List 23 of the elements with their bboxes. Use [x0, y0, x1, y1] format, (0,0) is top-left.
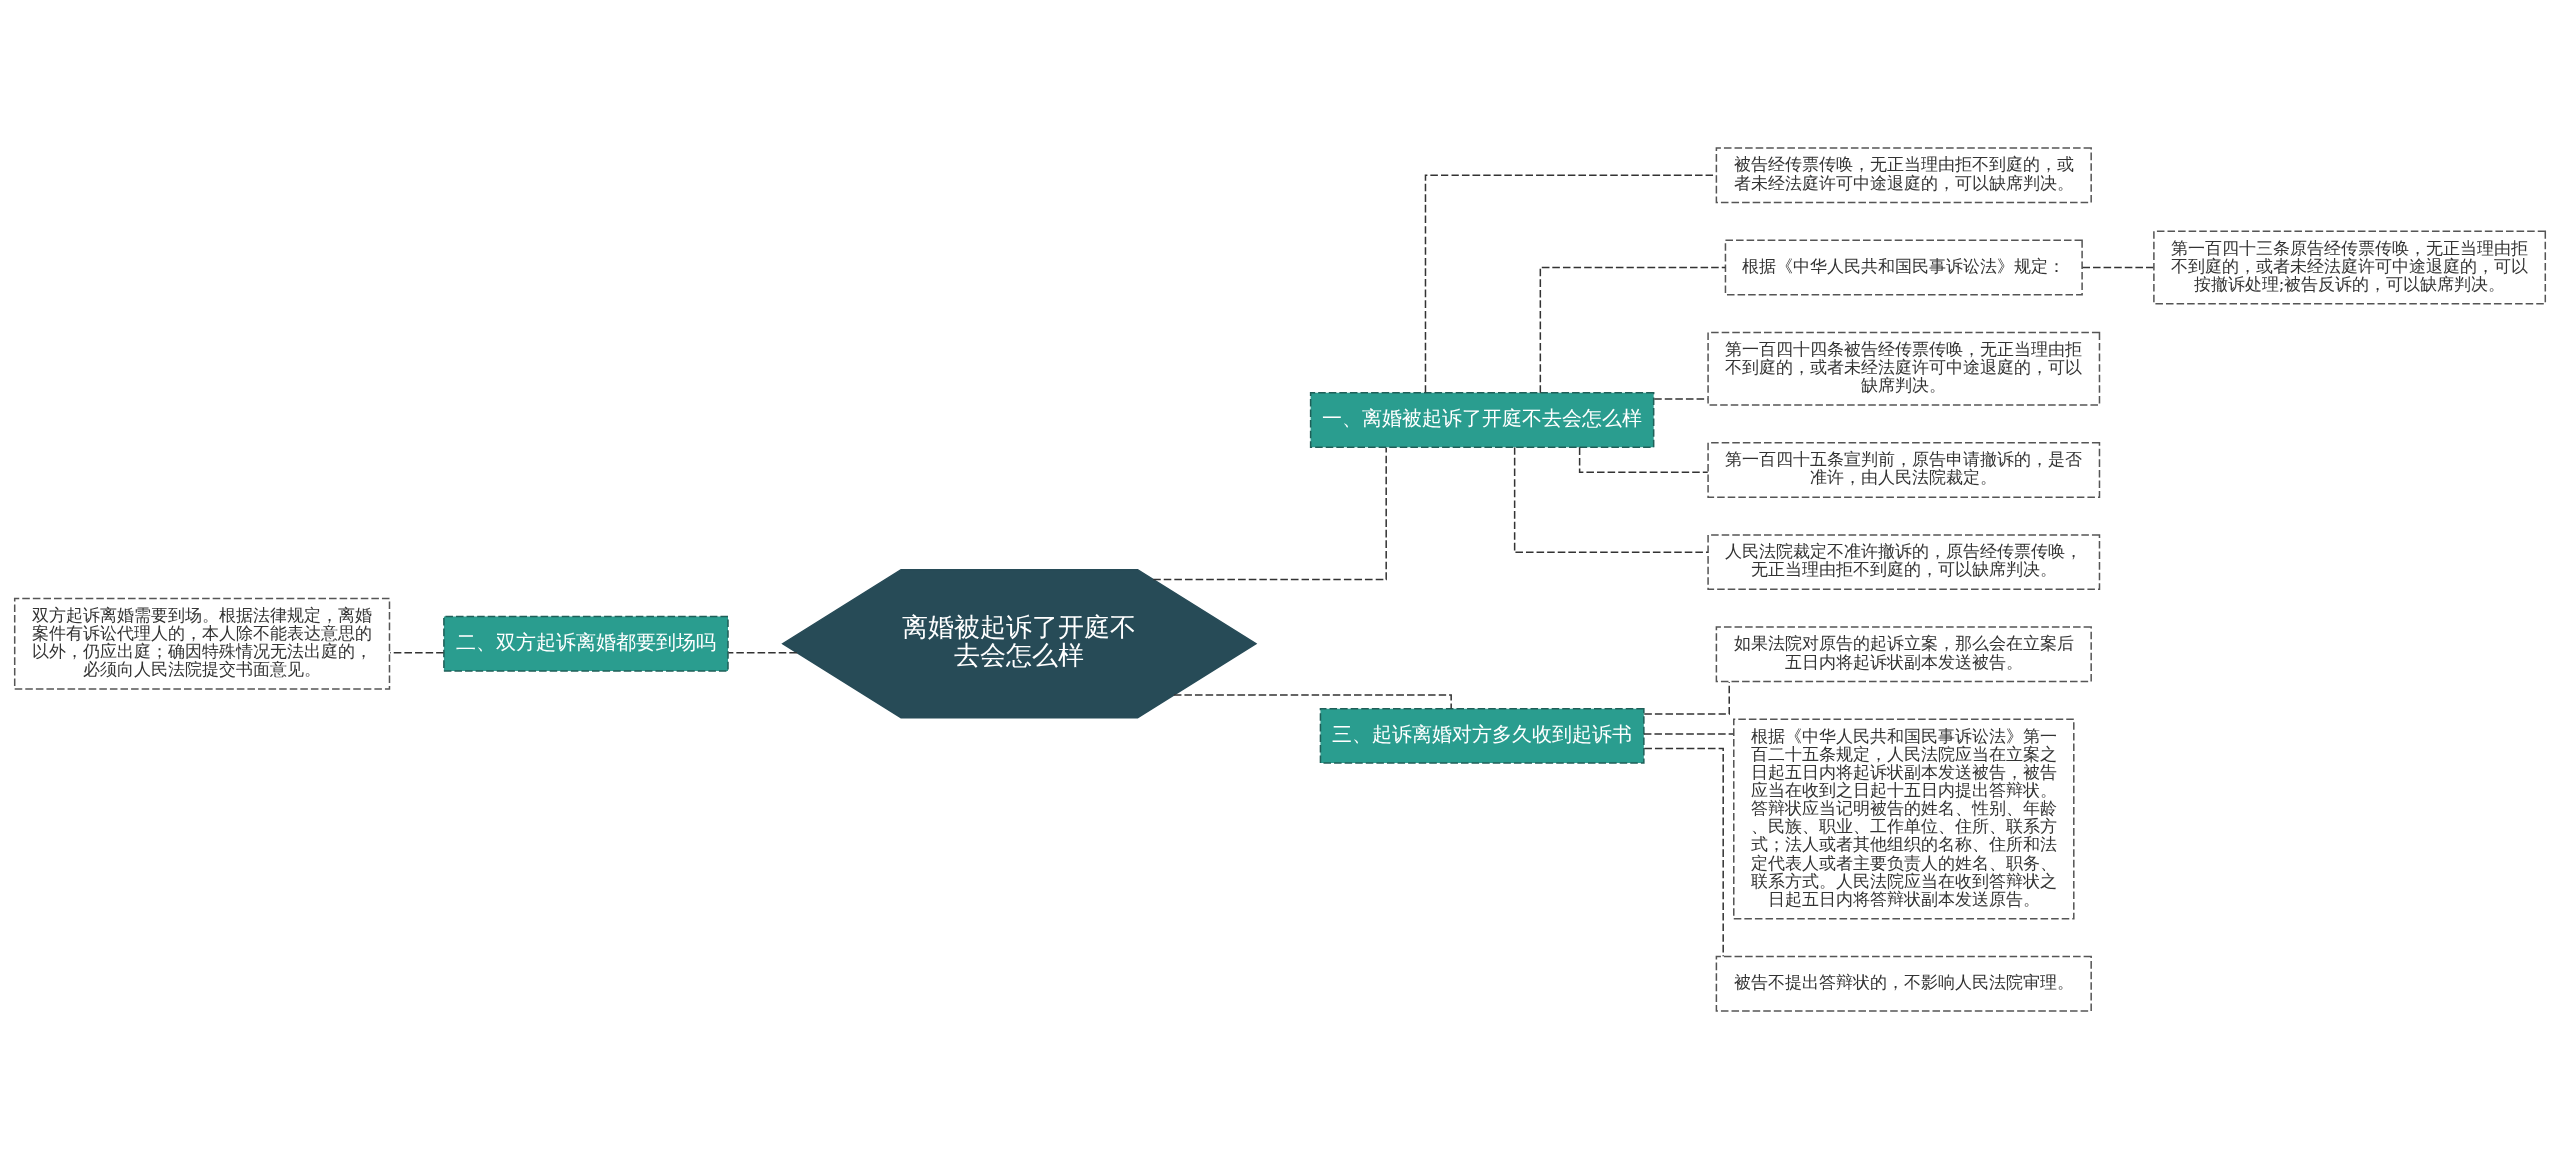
node-box: 被告不提出答辩状的，不影响人民法院审理。 — [1715, 955, 2092, 1012]
connector — [1539, 266, 1726, 394]
node-box: 三、起诉离婚对方多久收到起诉书 — [1319, 707, 1645, 764]
node-box: 如果法院对原告的起诉立案，那么会在立案后五日内将起诉状副本发送被告。 — [1715, 625, 2092, 682]
node-box: 第一百四十五条宣判前，原告申请撤诉的，是否准许，由人民法院裁定。 — [1707, 441, 2101, 498]
connector — [1643, 747, 1724, 957]
connector — [2081, 266, 2154, 268]
node-box: 二、双方起诉离婚都要到场吗 — [443, 615, 729, 672]
node-box: 人民法院裁定不准许撤诉的，原告经传票传唤，无正当理由拒不到庭的，可以缺席判决。 — [1707, 533, 2101, 590]
node-box: 根据《中华人民共和国民事诉讼法》第一百二十五条规定，人民法院应当在立案之日起五日内将起诉状副本发送被告，被告应当在收到之日起十五日内提出答辩状。答辩状应当记明被告的姓名、性别、年龄、民族、职业、工作单位、住所、联系方式；法人或者其他组织的名称、住所和法定代表人或者主要负责人的姓名、职务、联系方式。人民法院应当在收到答辩状之日起五日内将答辩状副本发送原告。 — [1733, 718, 2075, 920]
connector — [1152, 446, 1387, 580]
connector — [389, 651, 445, 654]
connector — [727, 651, 798, 654]
connector — [1173, 693, 1452, 709]
node-box: 第一百四十三条原告经传票传唤，无正当理由拒不到庭的，或者未经法庭许可中途退庭的，可以按撤诉处理;被告反诉的，可以缺席判决。 — [2153, 229, 2547, 304]
node-box: 一、离婚被起诉了开庭不去会怎么样 — [1309, 391, 1655, 448]
connector — [1643, 680, 1730, 715]
connector — [1643, 732, 1735, 735]
node-box: 根据《中华人民共和国民事诉讼法》规定： — [1724, 238, 2083, 295]
node-box: 双方起诉离婚需要到场。根据法律规定，离婚案件有诉讼代理人的，本人除不能表达意思的以外，仍应出庭；确因特殊情况无法出庭的，必须向人民法院提交书面意见。 — [13, 597, 391, 690]
node-box: 被告经传票传唤，无正当理由拒不到庭的，或者未经法庭许可中途退庭的，可以缺席判决。 — [1715, 146, 2092, 203]
connector — [1513, 446, 1709, 553]
node-box: 第一百四十四条被告经传票传唤，无正当理由拒不到庭的，或者未经法庭许可中途退庭的，可以缺席判决。 — [1707, 331, 2101, 406]
